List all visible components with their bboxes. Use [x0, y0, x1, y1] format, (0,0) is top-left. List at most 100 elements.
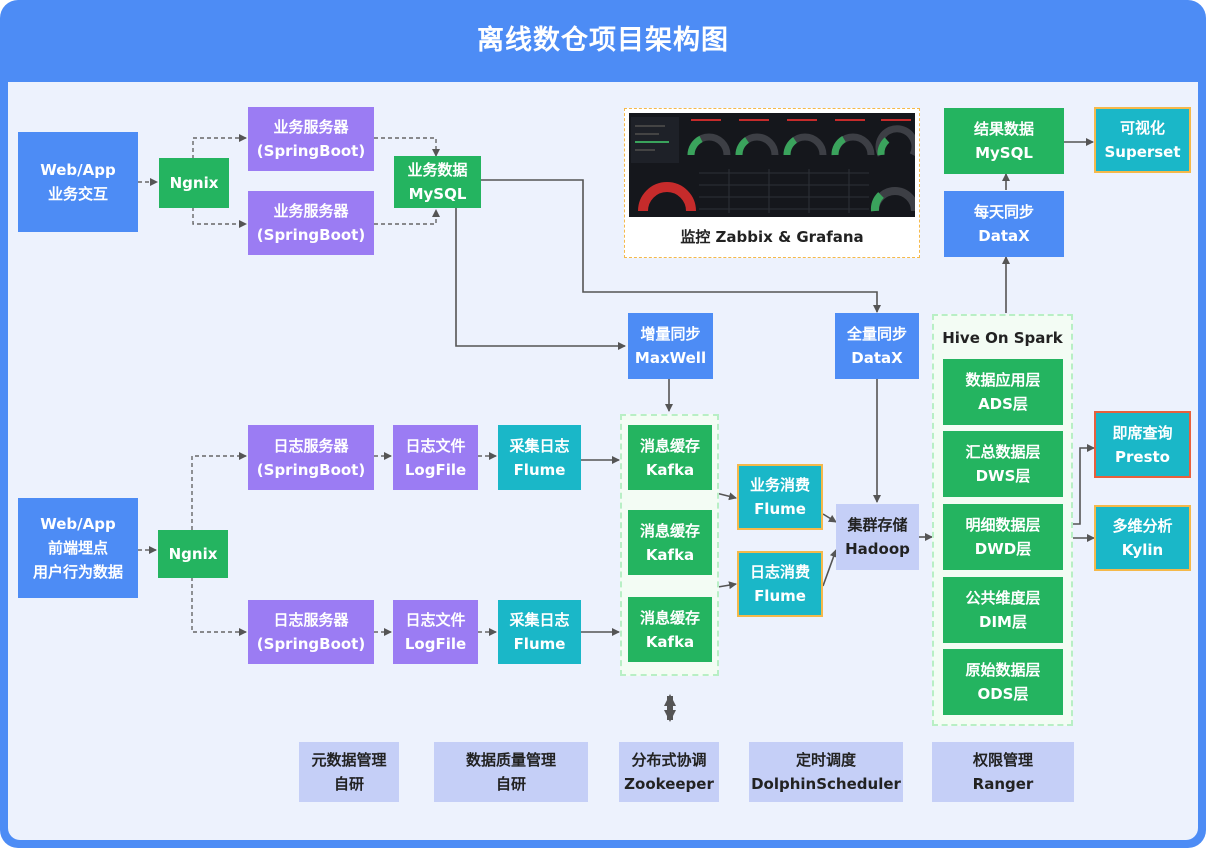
- dolphinscheduler-scheduling: 定时调度 DolphinScheduler: [749, 742, 903, 802]
- node-line: 元数据管理: [311, 751, 387, 769]
- node-line: 全量同步: [846, 325, 907, 343]
- flume-collect-1: 采集日志 Flume: [498, 425, 581, 490]
- datax-daily-sync: 每天同步 DataX: [944, 191, 1064, 257]
- node-line: 采集日志: [509, 436, 570, 455]
- diagram-title: 离线数仓项目架构图: [477, 25, 729, 56]
- node-line: DolphinScheduler: [751, 775, 901, 793]
- node-line: Superset: [1104, 143, 1181, 161]
- kafka-3: 消息缓存 Kafka: [628, 597, 712, 662]
- node-line: DIM层: [979, 613, 1027, 631]
- business-server-1: 业务服务器 (SpringBoot): [248, 107, 374, 171]
- node-line: 用户行为数据: [32, 563, 123, 581]
- node-line: 消息缓存: [639, 436, 700, 455]
- node-line: Flume: [513, 460, 566, 479]
- node-line: (SpringBoot): [256, 142, 366, 160]
- node-line: 分布式协调: [631, 751, 707, 769]
- node-line: 汇总数据层: [965, 443, 1041, 461]
- flume-business-consume: 业务消费 Flume: [737, 464, 823, 530]
- ranger-permission-management: 权限管理 Ranger: [932, 742, 1074, 802]
- node-line: Web/App: [40, 161, 116, 179]
- node-line: ADS层: [978, 395, 1028, 413]
- kylin-olap: 多维分析 Kylin: [1094, 505, 1191, 571]
- web-app-business-interaction: Web/App 业务交互: [18, 132, 138, 232]
- result-mysql: 结果数据 MySQL: [944, 108, 1064, 174]
- node-line: 定时调度: [795, 751, 856, 769]
- dws-layer: 汇总数据层 DWS层: [943, 431, 1063, 497]
- node-line: 日志文件: [405, 436, 466, 455]
- node-line: 明细数据层: [965, 516, 1041, 534]
- node-line: MySQL: [408, 185, 467, 203]
- datax-full-sync: 全量同步 DataX: [835, 313, 919, 379]
- node-line: Web/App: [40, 515, 116, 533]
- node-line: 业务交互: [47, 185, 108, 203]
- log-server-2: 日志服务器 (SpringBoot): [248, 600, 374, 664]
- node-line: Presto: [1115, 447, 1170, 466]
- business-server-2: 业务服务器 (SpringBoot): [248, 191, 374, 255]
- node-line: 数据应用层: [965, 371, 1041, 389]
- node-line: 公共维度层: [965, 589, 1041, 607]
- node-line: 自研: [495, 775, 526, 793]
- node-line: (SpringBoot): [256, 226, 366, 244]
- node-line: Ngnix: [169, 174, 219, 192]
- node-line: LogFile: [404, 635, 467, 653]
- node-line: 业务消费: [749, 476, 810, 494]
- node-line: 即席查询: [1112, 423, 1173, 442]
- node-line: 采集日志: [509, 611, 570, 629]
- log-server-1: 日志服务器 (SpringBoot): [248, 425, 374, 490]
- log-file-2: 日志文件 LogFile: [393, 600, 478, 664]
- node-line: 数据质量管理: [465, 751, 556, 769]
- kafka-1: 消息缓存 Kafka: [628, 425, 712, 490]
- node-line: Ngnix: [168, 545, 218, 563]
- node-line: 自研: [333, 775, 364, 793]
- gauge-graphics: [629, 113, 915, 217]
- node-line: 日志服务器: [273, 436, 349, 455]
- node-line: 业务服务器: [273, 202, 349, 220]
- business-mysql: 业务数据 MySQL: [394, 156, 481, 208]
- maxwell-incremental-sync: 增量同步 MaxWell: [628, 313, 713, 379]
- dashed-connectors: [138, 134, 497, 636]
- node-line: 日志服务器: [273, 611, 349, 629]
- node-line: MaxWell: [634, 349, 707, 367]
- kafka-2: 消息缓存 Kafka: [628, 510, 712, 575]
- node-line: 多维分析: [1112, 517, 1173, 535]
- presto-adhoc-query: 即席查询 Presto: [1094, 411, 1191, 478]
- node-line: Hadoop: [845, 540, 910, 558]
- nginx-bottom: Ngnix: [158, 530, 228, 578]
- node-line: Ranger: [972, 775, 1034, 793]
- node-line: Flume: [754, 587, 806, 605]
- grafana-dashboard-image: [629, 113, 915, 217]
- flume-collect-2: 采集日志 Flume: [498, 600, 581, 664]
- monitor-label: 监控 Zabbix & Grafana: [680, 228, 864, 246]
- node-line: DataX: [851, 349, 903, 367]
- node-line: DWS层: [975, 467, 1031, 485]
- node-line: DataX: [978, 227, 1030, 245]
- hive-on-spark-label: Hive On Spark: [942, 329, 1063, 347]
- flume-log-consume: 日志消费 Flume: [737, 551, 823, 617]
- ads-layer: 数据应用层 ADS层: [943, 359, 1063, 425]
- node-line: 日志文件: [405, 611, 466, 629]
- data-quality-management: 数据质量管理 自研: [434, 742, 588, 802]
- hadoop-cluster-storage: 集群存储 Hadoop: [836, 504, 919, 570]
- node-line: 原始数据层: [965, 661, 1041, 679]
- node-line: Kafka: [645, 632, 695, 651]
- node-line: MySQL: [975, 144, 1033, 162]
- node-line: LogFile: [404, 460, 467, 479]
- monitor-panel: 监控 Zabbix & Grafana: [624, 108, 920, 258]
- node-line: (SpringBoot): [256, 460, 366, 479]
- node-line: 结果数据: [973, 120, 1034, 138]
- node-line: 前端埋点: [47, 539, 108, 557]
- node-line: 消息缓存: [639, 608, 700, 627]
- node-line: ODS层: [977, 685, 1029, 703]
- log-file-1: 日志文件 LogFile: [393, 425, 478, 490]
- node-line: DWD层: [974, 540, 1032, 558]
- node-line: Kafka: [645, 545, 695, 564]
- node-line: 权限管理: [972, 751, 1033, 769]
- node-line: 增量同步: [640, 325, 701, 343]
- node-line: 消息缓存: [639, 521, 700, 540]
- node-line: 日志消费: [749, 563, 810, 581]
- web-app-frontend-tracking: Web/App 前端埋点 用户行为数据: [18, 498, 138, 598]
- node-line: (SpringBoot): [256, 635, 366, 653]
- node-line: 集群存储: [847, 516, 908, 534]
- nginx-top: Ngnix: [159, 158, 229, 208]
